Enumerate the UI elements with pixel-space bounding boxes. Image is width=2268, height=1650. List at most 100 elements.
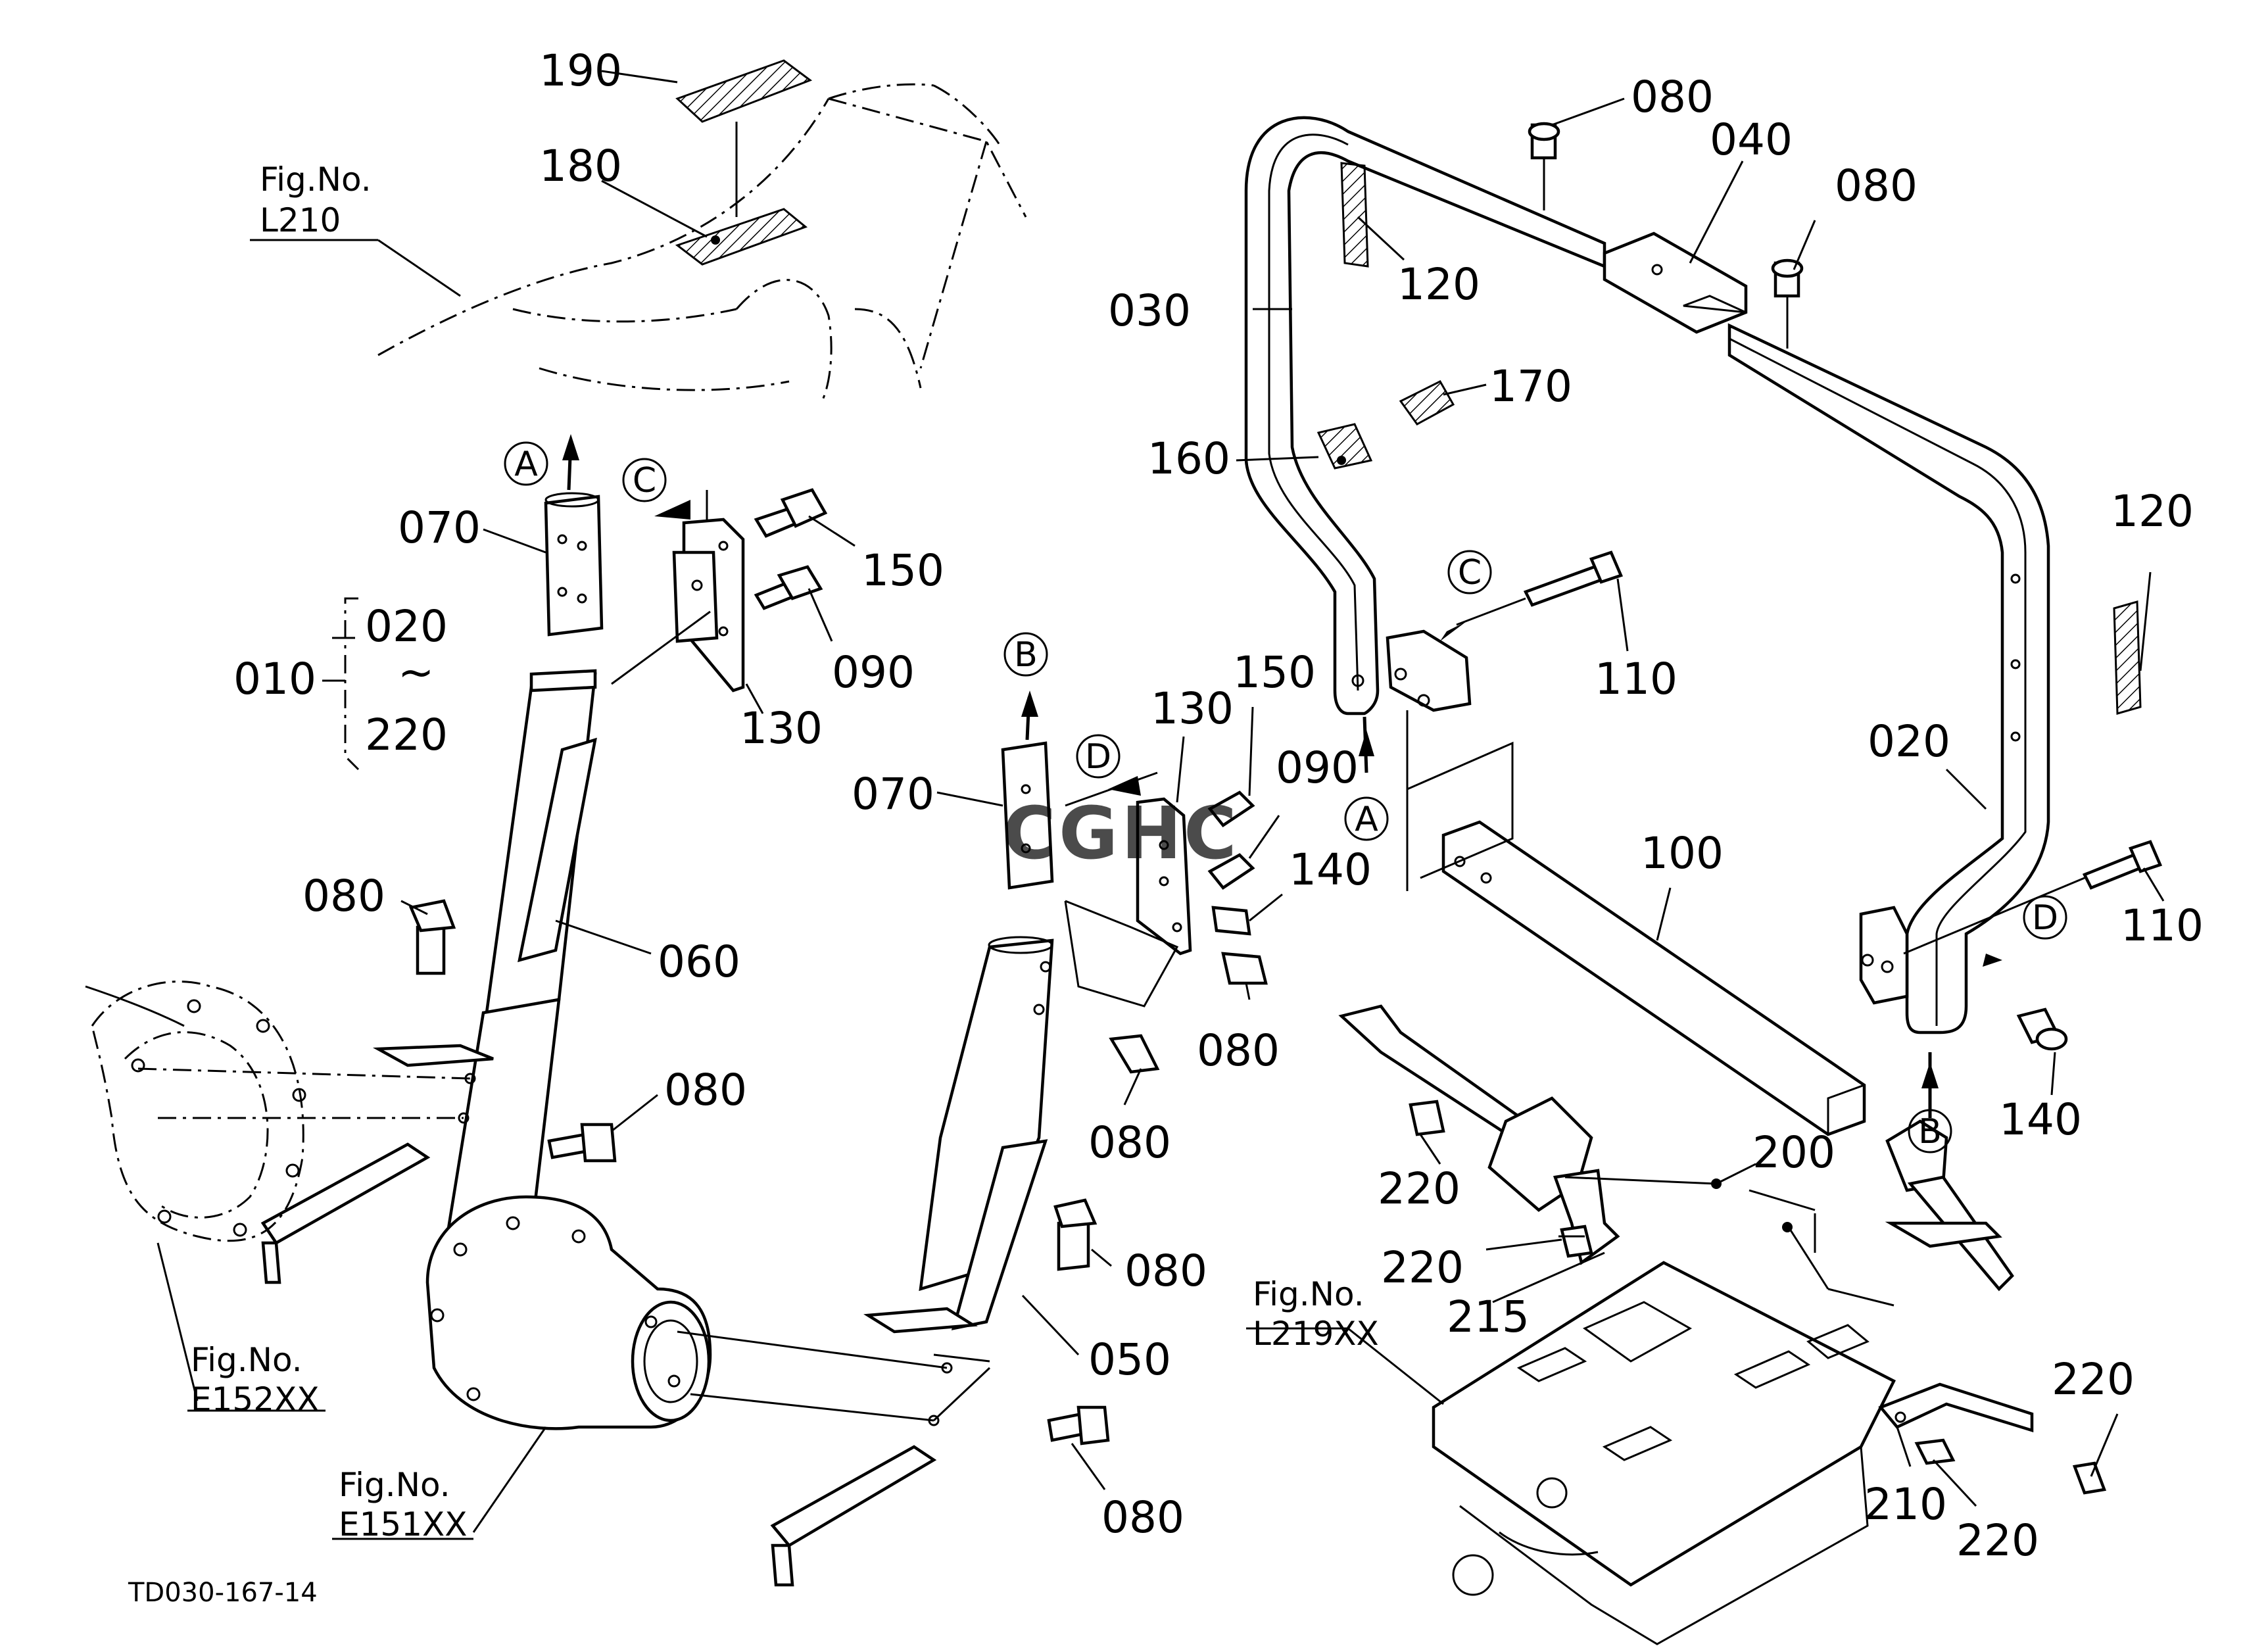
label-110-upper: 110 <box>1595 654 1677 704</box>
label-060: 060 <box>658 936 740 987</box>
label-150-right: 150 <box>1233 647 1316 698</box>
bolt-080-top-a <box>1528 122 1560 210</box>
bolt-220-c <box>2072 1461 2107 1495</box>
marker-b2: B <box>1908 1109 1952 1153</box>
label-080-center-b: 080 <box>1088 1117 1171 1168</box>
bolt-150-left <box>754 488 828 538</box>
label-215: 215 <box>1447 1292 1530 1342</box>
label-050: 050 <box>1088 1334 1171 1385</box>
label-120-right: 120 <box>2111 486 2194 537</box>
label-130-right: 130 <box>1151 683 1234 734</box>
svg-text:B: B <box>1918 1112 1942 1152</box>
label-220-c: 220 <box>2052 1354 2135 1405</box>
fig-ref-l219-title: Fig.No. <box>1253 1275 1364 1313</box>
rops-post-left-060 <box>260 669 597 1284</box>
label-170: 170 <box>1489 361 1572 412</box>
label-080-top-a: 080 <box>1631 72 1714 122</box>
bracket-right-130 <box>1136 797 1192 956</box>
marker-c2: C <box>1447 550 1492 594</box>
bolt-110-upper <box>1523 550 1624 607</box>
bolt-080-center-a <box>1221 952 1268 985</box>
marker-d2: D <box>2023 895 2067 940</box>
fig-ref-l219-code: L219XX <box>1253 1315 1379 1353</box>
tractor-body-sketch <box>377 83 1027 402</box>
label-090-right: 090 <box>1276 742 1359 793</box>
diagram-code: TD030-167-14 <box>128 1578 318 1608</box>
leaders <box>332 97 2165 1507</box>
svg-text:H: H <box>1121 791 1182 875</box>
label-080-left-top: 080 <box>302 871 385 921</box>
cross-bar-100 <box>1441 820 1866 1136</box>
svg-text:~: ~ <box>398 647 434 698</box>
svg-text:C: C <box>1003 791 1056 875</box>
svg-text:A: A <box>514 445 538 484</box>
bolt-150-right <box>1207 790 1255 828</box>
marker-b1: B <box>1003 632 1048 677</box>
rops-insert-left-070 <box>544 434 604 637</box>
watermark: C G H C <box>1003 791 1237 875</box>
svg-text:010: 010 <box>233 654 316 704</box>
bolt-140-center <box>1211 906 1251 936</box>
bolt-080-top-b <box>1771 258 1804 349</box>
fig-ref-e151-code: E151XX <box>339 1505 468 1543</box>
bolt-080-center-c <box>1053 1198 1098 1271</box>
bolt-220-d <box>1914 1438 1956 1465</box>
bolt-090-left <box>754 565 823 610</box>
axle-housing-e151 <box>425 1195 712 1430</box>
svg-text:A: A <box>1355 800 1378 839</box>
fig-ref-e152-title: Fig.No. <box>191 1341 302 1379</box>
label-210: 210 <box>1864 1479 1947 1530</box>
label-100: 100 <box>1641 828 1724 879</box>
svg-text:C: C <box>1458 553 1482 593</box>
label-070-left: 070 <box>398 502 481 553</box>
top-bar-connector-040 <box>1603 231 1748 334</box>
marker-c1: C <box>622 458 667 502</box>
rops-post-right-050 <box>770 936 1054 1587</box>
sticker-160 <box>1316 423 1373 470</box>
label-110-lower: 110 <box>2121 900 2204 951</box>
fig-ref-e152-code: E152XX <box>191 1380 320 1419</box>
label-220-b: 220 <box>1381 1242 1464 1293</box>
fig-ref-l210-title: Fig.No. <box>260 160 372 199</box>
sticker-180 <box>675 208 808 266</box>
label-220-a: 220 <box>1378 1163 1460 1214</box>
label-220-d: 220 <box>1956 1515 2039 1566</box>
rops-arch-030 <box>1244 116 1606 716</box>
svg-text:C: C <box>1184 791 1237 875</box>
rops-insert-right-070 <box>1001 691 1054 890</box>
label-190: 190 <box>539 45 622 96</box>
label-160: 160 <box>1147 433 1230 484</box>
label-180: 180 <box>539 141 622 191</box>
sticker-170 <box>1399 380 1455 425</box>
rops-arch-020 <box>1727 323 2050 1034</box>
svg-text:D: D <box>2032 898 2058 938</box>
seat-belt-assembly <box>1338 1004 2014 1292</box>
svg-text:B: B <box>1014 635 1038 675</box>
label-120-left: 120 <box>1397 259 1480 310</box>
label-080-top-b: 080 <box>1835 160 1918 211</box>
svg-text:G: G <box>1059 791 1118 875</box>
label-080-center-a: 080 <box>1197 1025 1280 1076</box>
svg-text:D: D <box>1085 737 1111 777</box>
label-150-left: 150 <box>861 545 944 596</box>
bracket-210 <box>1878 1382 2034 1433</box>
axle-housing-e152 <box>85 981 306 1242</box>
bolt-140-right <box>2016 1007 2068 1051</box>
bolt-220-a <box>1409 1100 1445 1136</box>
bracket-left-130 <box>672 518 745 692</box>
marker-a2: A <box>1344 796 1389 841</box>
svg-text:C: C <box>633 461 656 500</box>
bracket-c-right <box>1386 629 1472 712</box>
label-080-center-d: 080 <box>1101 1492 1184 1543</box>
bracket-d-right <box>1859 906 1909 1005</box>
sticker-120-right <box>2113 600 2142 715</box>
label-200: 200 <box>1752 1127 1835 1178</box>
label-090-left: 090 <box>832 647 915 698</box>
label-140-right: 140 <box>1999 1094 2082 1145</box>
bolt-110-lower <box>2082 840 2163 890</box>
leader-180 <box>601 180 708 238</box>
sticker-120-left <box>1340 162 1369 268</box>
bolt-080-left-mid <box>547 1123 617 1163</box>
label-130-left: 130 <box>740 703 823 754</box>
